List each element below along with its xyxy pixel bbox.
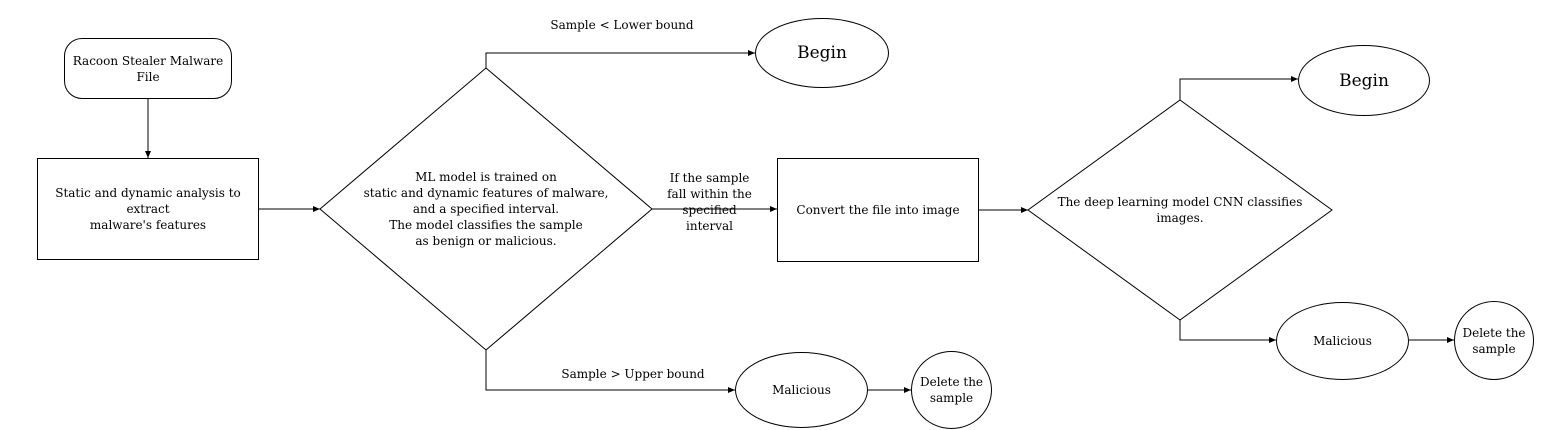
racoon-stealer-file-text: Racoon Stealer Malware File — [72, 53, 224, 84]
cnn-text-block: The deep learning model CNN classifies i… — [1036, 195, 1324, 225]
malicious-text-1: Malicious — [772, 383, 831, 397]
arrow-ml-to-malicious-1 — [485, 350, 735, 393]
feature-analysis-node: Static and dynamic analysis to extract m… — [37, 158, 259, 260]
within-interval-label: If the sample fall within the specified … — [667, 171, 752, 233]
begin-text-2: Begin — [1339, 70, 1389, 91]
arrow-ml-to-begin-1 — [485, 50, 755, 68]
begin-node-1: Begin — [755, 18, 889, 88]
convert-to-image-text: Convert the file into image — [796, 203, 960, 217]
lower-bound-label: Sample < Lower bound — [550, 18, 694, 32]
ml-model-text: ML model is trained on static and dynami… — [363, 170, 609, 248]
racoon-stealer-file-node: Racoon Stealer Malware File — [64, 38, 232, 99]
ml-model-text-block: ML model is trained on static and dynami… — [340, 159, 632, 259]
delete-sample-text-1: Delete the sample — [919, 375, 984, 405]
convert-to-image-node: Convert the file into image — [777, 158, 979, 262]
feature-analysis-text: Static and dynamic analysis to extract m… — [55, 186, 241, 232]
malicious-node-2: Malicious — [1276, 302, 1409, 380]
begin-node-2: Begin — [1298, 45, 1430, 116]
malicious-text-2: Malicious — [1313, 334, 1372, 348]
delete-sample-text-2: Delete the sample — [1462, 325, 1526, 356]
arrow-cnn-to-malicious-2 — [1179, 320, 1276, 343]
cnn-text: The deep learning model CNN classifies i… — [1057, 195, 1303, 225]
delete-sample-node-2: Delete the sample — [1454, 301, 1534, 380]
delete-sample-node-1: Delete the sample — [911, 351, 992, 429]
begin-text-1: Begin — [797, 43, 847, 63]
upper-bound-label: Sample > Upper bound — [561, 367, 705, 381]
arrow-cnn-to-begin-2 — [1179, 76, 1298, 100]
malicious-node-1: Malicious — [735, 352, 868, 428]
